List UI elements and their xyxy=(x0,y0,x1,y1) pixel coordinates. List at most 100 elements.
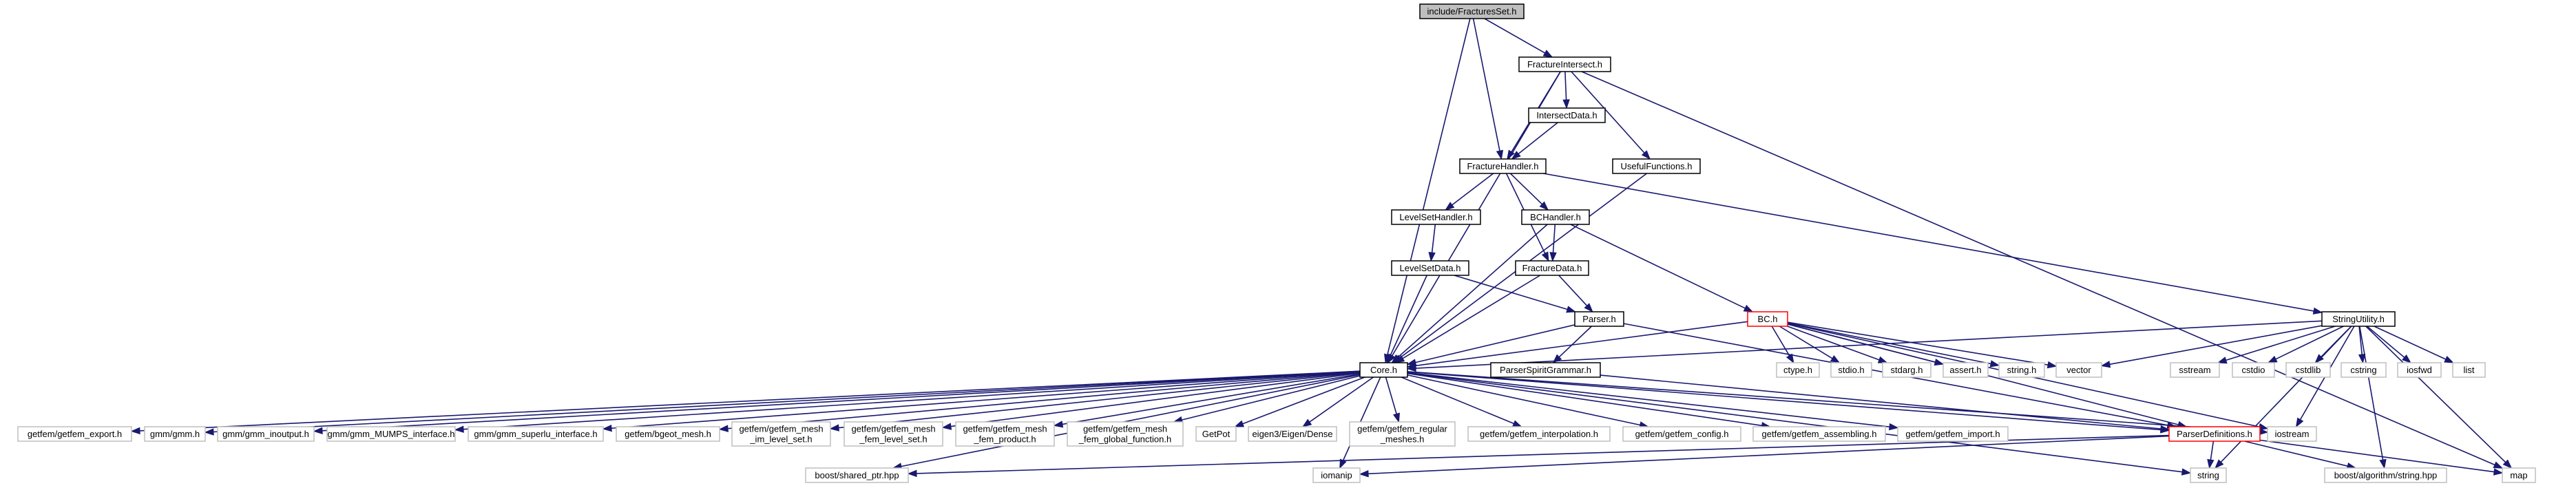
node-usefulfunctions[interactable]: UsefulFunctions.h xyxy=(1612,158,1701,174)
node-label: stdarg.h xyxy=(1891,365,1923,375)
edge-core-to-string_std xyxy=(1407,372,2192,476)
node-label: LevelSetData.h xyxy=(1400,263,1461,273)
node-box xyxy=(1518,56,1611,72)
node-assembling[interactable]: getfem/getfem_assembling.h xyxy=(1752,426,1886,442)
node-parser[interactable]: Parser.h xyxy=(1574,311,1624,327)
edge-core-to-gmm_superlu xyxy=(602,371,1361,432)
node-box xyxy=(326,426,456,442)
edge-core-to-gmm_mumps xyxy=(454,370,1361,433)
node-label: Core.h xyxy=(1370,365,1397,375)
node-label: LevelSetHandler.h xyxy=(1399,212,1472,222)
node-label: StringUtility.h xyxy=(2332,314,2385,324)
node-stringutility[interactable]: StringUtility.h xyxy=(2321,311,2396,327)
node-box xyxy=(2232,362,2275,378)
node-levelsethandler[interactable]: LevelSetHandler.h xyxy=(1391,209,1481,225)
node-label: _meshes.h xyxy=(1380,434,1425,445)
file-nodes: include/FracturesSet.hFractureIntersect.… xyxy=(17,3,2536,483)
node-bgeot-mesh[interactable]: getfem/bgeot_mesh.h xyxy=(616,426,720,442)
node-map[interactable]: map xyxy=(2502,467,2536,483)
node-sstream[interactable]: sstream xyxy=(2170,362,2220,378)
node-cstring[interactable]: cstring xyxy=(2341,362,2387,378)
node-label: BCHandler.h xyxy=(1530,212,1581,222)
node-vector[interactable]: vector xyxy=(2055,362,2102,378)
edge-stringutility-to-boost_string xyxy=(2359,326,2387,469)
node-fem-product[interactable]: getfem/getfem_mesh_fem_product.h xyxy=(955,421,1055,447)
node-string-std[interactable]: string xyxy=(2190,467,2227,483)
edge-fracturehandler-to-stringutility xyxy=(1543,173,2323,315)
node-boost-string[interactable]: boost/algorithm/string.hpp xyxy=(2324,467,2447,483)
node-core[interactable]: Core.h xyxy=(1359,362,1408,378)
node-fem-global-function[interactable]: getfem/getfem_mesh_fem_global_function.h xyxy=(1067,421,1184,447)
node-fractureintersect[interactable]: FractureIntersect.h xyxy=(1518,56,1611,72)
edge-core-to-assembling xyxy=(1407,372,1772,429)
node-box xyxy=(1943,362,1989,378)
node-getfem-config[interactable]: getfem/getfem_config.h xyxy=(1622,426,1741,442)
edge-fractureintersect-to-usefulfunctions xyxy=(1571,71,1651,160)
edge-core-to-getfem_import xyxy=(1407,372,1899,431)
node-intersectdata[interactable]: IntersectData.h xyxy=(1528,107,1606,123)
node-fem-level-set[interactable]: getfem/getfem_mesh_fem_level_set.h xyxy=(844,421,943,447)
node-label: boost/algorithm/string.hpp xyxy=(2334,470,2438,480)
node-stdio[interactable]: stdio.h xyxy=(1830,362,1872,378)
node-iomanip[interactable]: iomanip xyxy=(1312,467,1361,483)
node-stdarg[interactable]: stdarg.h xyxy=(1882,362,1931,378)
node-eigen-dense[interactable]: eigen3/Eigen/Dense xyxy=(1248,426,1337,442)
node-box xyxy=(1467,426,1611,442)
node-ctype[interactable]: ctype.h xyxy=(1776,362,1820,378)
node-getfem-import[interactable]: getfem/getfem_import.h xyxy=(1897,426,2009,442)
edge-parserdefinitions-to-string_std xyxy=(2207,440,2214,469)
node-interpolation[interactable]: getfem/getfem_interpolation.h xyxy=(1467,426,1611,442)
edge-stringutility-to-vector xyxy=(2100,325,2323,368)
dependency-edges xyxy=(130,18,2513,478)
node-box xyxy=(1515,260,1589,276)
node-iostream[interactable]: iostream xyxy=(2267,426,2317,442)
node-gmm-superlu[interactable]: gmm/gmm_superlu_interface.h xyxy=(468,426,604,442)
node-getfem-export[interactable]: getfem/getfem_export.h xyxy=(17,426,132,442)
node-list[interactable]: list xyxy=(2452,362,2486,378)
edge-core-to-gmm_inoutput xyxy=(313,370,1361,434)
node-box xyxy=(616,426,720,442)
node-levelsetdata[interactable]: LevelSetData.h xyxy=(1391,260,1469,276)
node-box xyxy=(1490,362,1601,378)
edge-bc-to-core xyxy=(1406,321,1748,370)
edge-fracturedata-to-parser xyxy=(1558,275,1593,313)
node-box xyxy=(1391,209,1481,225)
node-box xyxy=(1248,426,1337,442)
node-getpot[interactable]: GetPot xyxy=(1195,426,1237,442)
node-label: assert.h xyxy=(1949,365,1981,375)
node-bc[interactable]: BC.h xyxy=(1747,311,1788,327)
node-box xyxy=(731,421,831,447)
edge-parserdefinitions-to-map xyxy=(2259,439,2504,476)
edge-core-to-getfem_config xyxy=(1407,374,1649,429)
node-assert[interactable]: assert.h xyxy=(1943,362,1989,378)
node-label: FractureIntersect.h xyxy=(1527,59,1602,70)
edge-core-to-getpot xyxy=(1234,376,1365,427)
node-label: cstdio xyxy=(2242,365,2265,375)
node-string-h[interactable]: string.h xyxy=(1998,362,2045,378)
node-label: getfem/getfem_mesh xyxy=(1083,424,1167,434)
node-label: gmm/gmm_superlu_interface.h xyxy=(474,429,597,439)
node-fracturedata[interactable]: FractureData.h xyxy=(1515,260,1589,276)
node-bchandler[interactable]: BCHandler.h xyxy=(1521,209,1590,225)
node-iosfwd[interactable]: iosfwd xyxy=(2397,362,2442,378)
node-parserdefinitions[interactable]: ParserDefinitions.h xyxy=(2168,426,2261,442)
node-box xyxy=(2267,426,2317,442)
node-fracturesset[interactable]: include/FracturesSet.h xyxy=(1419,3,1525,19)
node-gmm-mumps[interactable]: gmm/gmm_MUMPS_interface.h xyxy=(326,426,456,442)
node-regular-meshes[interactable]: getfem/getfem_regular_meshes.h xyxy=(1349,421,1456,447)
node-gmm-inoutput[interactable]: gmm/gmm_inoutput.h xyxy=(217,426,315,442)
edge-core-to-bgeot_mesh xyxy=(718,371,1361,432)
node-label: include/FracturesSet.h xyxy=(1427,6,1516,17)
node-shared-ptr[interactable]: boost/shared_ptr.hpp xyxy=(805,467,909,483)
edge-core-to-fem_product xyxy=(1053,373,1361,428)
node-box xyxy=(2397,362,2442,378)
node-cstdlib[interactable]: cstdlib xyxy=(2285,362,2331,378)
node-parserspirit[interactable]: ParserSpiritGrammar.h xyxy=(1490,362,1601,378)
node-label: FractureData.h xyxy=(1522,263,1582,273)
node-cstdio[interactable]: cstdio xyxy=(2232,362,2275,378)
node-im-level-set[interactable]: getfem/getfem_mesh_im_level_set.h xyxy=(731,421,831,447)
node-fracturehandler[interactable]: FractureHandler.h xyxy=(1459,158,1547,174)
node-gmm[interactable]: gmm/gmm.h xyxy=(144,426,206,442)
node-label: list xyxy=(2464,365,2475,375)
